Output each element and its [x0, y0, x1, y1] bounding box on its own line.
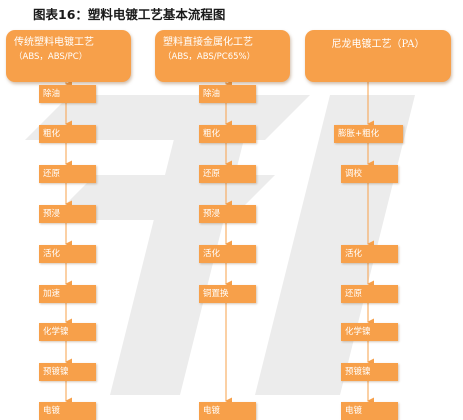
step-electroless-nickel: 化学镍 — [39, 323, 96, 341]
step-reduce: 还原 — [341, 285, 398, 303]
header-direct-title: 塑料直接金属化工艺 — [163, 37, 253, 48]
step-electroplate: 电镀 — [341, 402, 398, 420]
step-pre-nickel-plate: 预镀镍 — [341, 363, 398, 381]
step-predip: 预浸 — [199, 205, 256, 223]
header-traditional-materials: （ABS，ABS/PC） — [14, 52, 88, 62]
flow-arrows — [65, 80, 374, 405]
step-roughen: 粗化 — [39, 125, 96, 143]
header-nylon-title: 尼龙电镀工艺（PA） — [331, 39, 425, 50]
step-predip: 预浸 — [39, 205, 96, 223]
header-nylon-plating: 尼龙电镀工艺（PA） — [305, 30, 451, 82]
step-reduce: 还原 — [39, 165, 96, 183]
step-activate: 活化 — [199, 245, 256, 263]
step-accelerate: 加速 — [39, 285, 96, 303]
step-activate: 活化 — [39, 245, 96, 263]
step-degrease: 除油 — [199, 85, 256, 103]
step-activate: 活化 — [341, 245, 398, 263]
step-electroplate: 电镀 — [199, 402, 256, 420]
header-direct-metallization: 塑料直接金属化工艺 （ABS，ABS/PC65%） — [155, 30, 290, 82]
step-swell-roughen: 膨胀+粗化 — [334, 125, 403, 143]
step-copper-displacement: 铜置换 — [199, 285, 256, 303]
header-direct-materials: （ABS，ABS/PC65%） — [163, 52, 256, 62]
step-pre-nickel-plate: 预镀镍 — [39, 363, 96, 381]
figure-title: 图表16：塑料电镀工艺基本流程图 — [33, 7, 226, 22]
step-reduce: 还原 — [199, 165, 256, 183]
step-electroplate: 电镀 — [39, 402, 96, 420]
step-degrease: 除油 — [39, 85, 96, 103]
header-traditional-title: 传统塑料电镀工艺 — [14, 37, 94, 48]
header-traditional-plating: 传统塑料电镀工艺 （ABS，ABS/PC） — [6, 30, 131, 82]
step-condition: 调校 — [341, 165, 398, 183]
step-electroless-nickel: 化学镍 — [341, 323, 398, 341]
step-roughen: 粗化 — [199, 125, 256, 143]
